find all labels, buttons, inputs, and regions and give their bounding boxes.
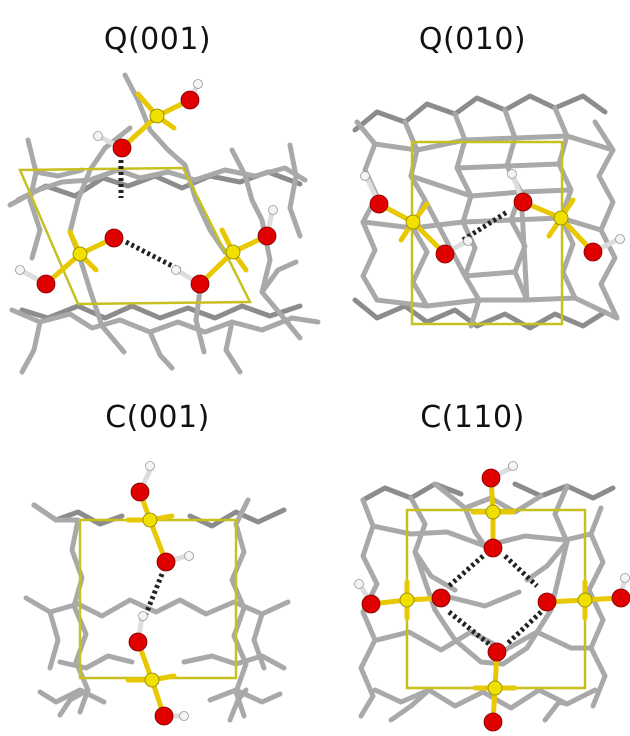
silicon-atom [578,593,592,607]
framework-q010-bond [457,164,559,168]
panel-c001: C(001) [0,366,315,732]
structure-q010 [315,66,630,366]
silicon-atom [143,513,157,527]
structure-c110 [315,446,630,736]
hydrogen-atom [508,170,517,179]
hbond-q001 [126,242,180,270]
oxygen-atom [482,469,500,487]
oxygen-atom [370,195,388,213]
hydrogen-atom [355,580,364,589]
hbond-c110 [449,556,483,586]
framework-q001-bond [226,322,240,372]
hydrogen-atom [361,172,370,181]
oxygen-atom [37,275,55,293]
hydrogen-atom [16,266,25,275]
hydrogen-atom [94,132,103,141]
oxygen-atom [538,593,556,611]
panel-q001: Q(001) [0,0,315,366]
framework-c110-bond [545,702,567,720]
hbonds-q010 [463,212,507,240]
silicon-atom [400,593,414,607]
oxygen-atom [436,245,454,263]
hydrogen-atom [185,552,194,561]
hbond-q010 [463,212,507,240]
framework-q010-bond [355,96,605,130]
hydrogen-atom [621,574,630,583]
oxygen-atom [258,227,276,245]
oxygen-atom [181,91,199,109]
structure-c001 [0,446,315,736]
hydrogen-atom [464,237,473,246]
panel-c110: C(110) [315,366,630,732]
hbond-c110 [505,556,537,586]
framework-q001-bond [196,290,204,352]
framework-q001-bond [125,75,225,252]
panel-title-c001: C(001) [0,400,315,436]
oxygen-atom [155,707,173,725]
silicon-atom [150,109,164,123]
silicon-atom [406,215,420,229]
framework-q001-bond [150,332,172,368]
oxygen-atom [105,229,123,247]
oxygen-atom [488,643,506,661]
framework-c001-bond [50,612,58,668]
oxygen-atom [157,553,175,571]
framework-q001-bond [78,252,124,352]
hydrogen-atom [194,80,203,89]
framework-c110-bond [377,632,591,650]
oxygen-atom [113,139,131,157]
silicon-atom [488,681,502,695]
oxygen-atom [612,589,630,607]
framework-q001-bond [22,322,40,372]
hydrogen-atom [180,712,189,721]
silicon-atom [73,247,87,261]
oxygen-atom [432,589,450,607]
hydrogen-atom [139,612,148,621]
panel-q010: Q(010) [315,0,630,366]
silicon-atom [486,505,500,519]
oxygen-atom [484,713,502,731]
framework-c110-bond [391,690,429,720]
oxygen-atom [484,539,502,557]
hydrogen-atom [616,235,625,244]
framework-q001-bond [28,140,40,258]
framework-c001-bond [184,656,284,668]
oxygen-atom [131,483,149,501]
silicon-atom [226,245,240,259]
panel-title-q001: Q(001) [0,22,315,58]
framework-c001-bond [26,598,288,616]
framework-c110-bond [589,508,605,706]
hydrogen-atom [146,462,155,471]
framework-q001-bond [290,145,300,236]
hydrogen-atom [269,206,278,215]
silicon-atom [554,211,568,225]
oxygen-atom [129,633,147,651]
oxygen-atom [514,193,532,211]
framework-c110-bond [445,592,519,606]
framework-q010-bond [411,176,571,196]
structure-q001 [0,66,315,366]
framework-c001-bond [60,656,132,668]
framework-c110-bond [411,498,455,590]
oxygen-atom [362,595,380,613]
molecule-bonds-q010 [367,176,617,254]
atoms-c001 [129,462,194,726]
framework-q001-bond [232,150,262,220]
hydrogen-atom [509,462,518,471]
panel-title-c110: C(110) [315,400,630,436]
oxygen-atom [584,243,602,261]
silicon-atom [145,673,159,687]
panel-title-q010: Q(010) [315,22,630,58]
hydrogen-atom [172,266,181,275]
oxygen-atom [191,275,209,293]
